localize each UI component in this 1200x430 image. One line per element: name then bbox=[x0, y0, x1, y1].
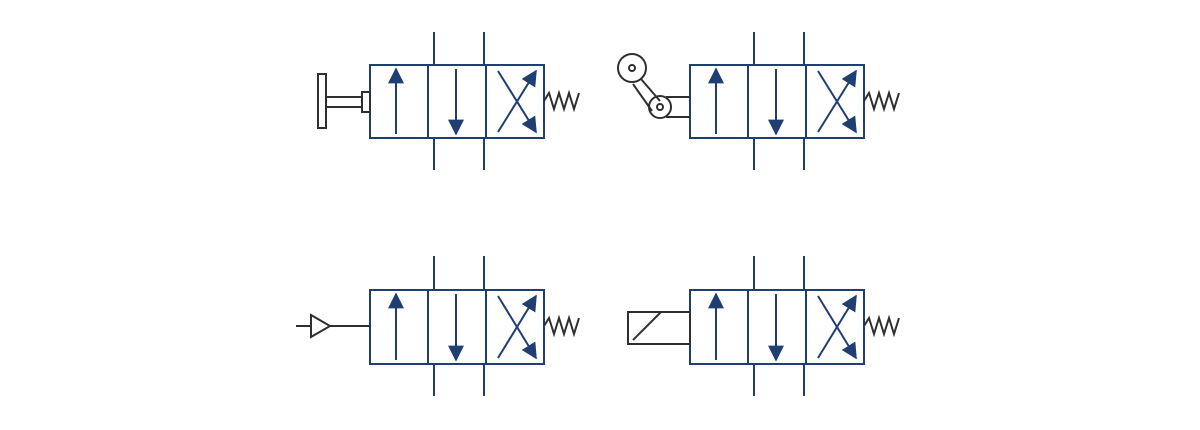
roller-lever-icon bbox=[617, 53, 690, 119]
cross-flow-arrow-down bbox=[817, 295, 857, 360]
cross-flow-arrow-down bbox=[817, 70, 857, 134]
cross-flow-arrow-down bbox=[497, 70, 537, 134]
valve-solenoid bbox=[627, 256, 900, 396]
spring-icon bbox=[863, 89, 900, 113]
spring-icon bbox=[543, 314, 580, 338]
solenoid-icon bbox=[627, 311, 691, 345]
pushbutton-icon bbox=[317, 73, 371, 129]
cross-flow-arrow-down bbox=[497, 295, 537, 360]
spring-icon bbox=[543, 89, 580, 113]
valve-pilot bbox=[296, 256, 580, 396]
spring-icon bbox=[863, 314, 900, 338]
valve-pushbutton bbox=[317, 32, 580, 170]
valve-roller-lever bbox=[617, 32, 900, 170]
pilot-triangle-icon bbox=[296, 313, 370, 339]
